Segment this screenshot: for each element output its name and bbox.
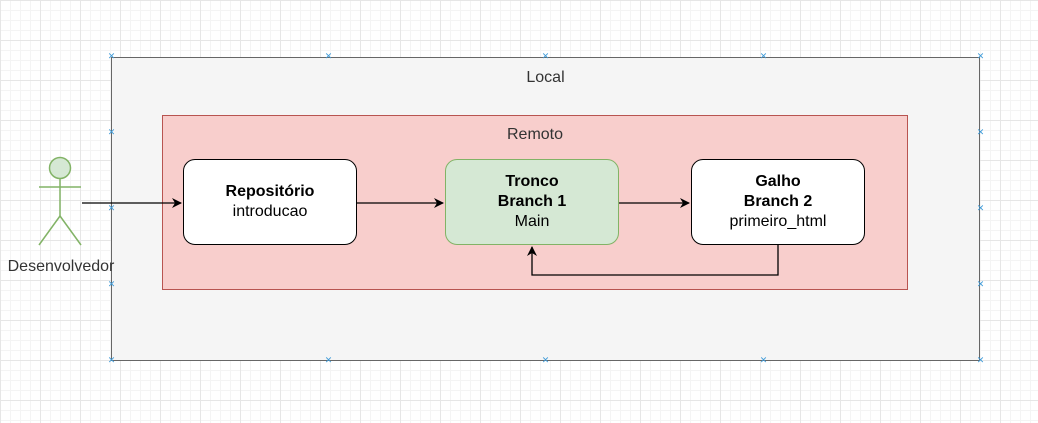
resize-handle-bottom-center[interactable]: ✕ xyxy=(541,356,550,366)
connection-point[interactable]: ✕ xyxy=(976,280,985,290)
connection-point[interactable]: ✕ xyxy=(759,52,768,62)
node-repositorio-title: Repositório xyxy=(225,183,315,200)
remoto-label: Remoto xyxy=(506,126,564,143)
actor-icon[interactable] xyxy=(36,156,84,248)
connection-point[interactable]: ✕ xyxy=(759,356,768,366)
resize-handle-top-left[interactable]: ✕ xyxy=(107,52,116,62)
resize-handle-top-center[interactable]: ✕ xyxy=(541,52,550,62)
local-label: Local xyxy=(526,69,565,86)
node-repositorio[interactable]: Repositório introducao xyxy=(183,159,357,245)
resize-handle-middle-right[interactable]: ✕ xyxy=(976,204,985,214)
node-galho[interactable]: Galho Branch 2 primeiro_html xyxy=(691,159,865,245)
resize-handle-bottom-left[interactable]: ✕ xyxy=(107,356,116,366)
connection-point[interactable]: ✕ xyxy=(107,280,116,290)
node-galho-title: Galho xyxy=(755,173,801,190)
connection-point[interactable]: ✕ xyxy=(324,52,333,62)
node-galho-subtitle: primeiro_html xyxy=(729,213,827,230)
node-tronco-branch: Branch 1 xyxy=(497,193,567,210)
connection-point[interactable]: ✕ xyxy=(324,356,333,366)
actor-label: Desenvolvedor xyxy=(7,258,115,275)
node-tronco-subtitle: Main xyxy=(514,213,550,230)
node-galho-branch: Branch 2 xyxy=(743,193,813,210)
resize-handle-top-right[interactable]: ✕ xyxy=(976,52,985,62)
resize-handle-bottom-right[interactable]: ✕ xyxy=(976,356,985,366)
node-tronco[interactable]: Tronco Branch 1 Main xyxy=(445,159,619,245)
resize-handle-middle-left[interactable]: ✕ xyxy=(107,204,116,214)
connection-point[interactable]: ✕ xyxy=(107,128,116,138)
connection-point[interactable]: ✕ xyxy=(976,128,985,138)
node-tronco-title: Tronco xyxy=(505,173,559,190)
node-repositorio-subtitle: introducao xyxy=(232,203,308,220)
